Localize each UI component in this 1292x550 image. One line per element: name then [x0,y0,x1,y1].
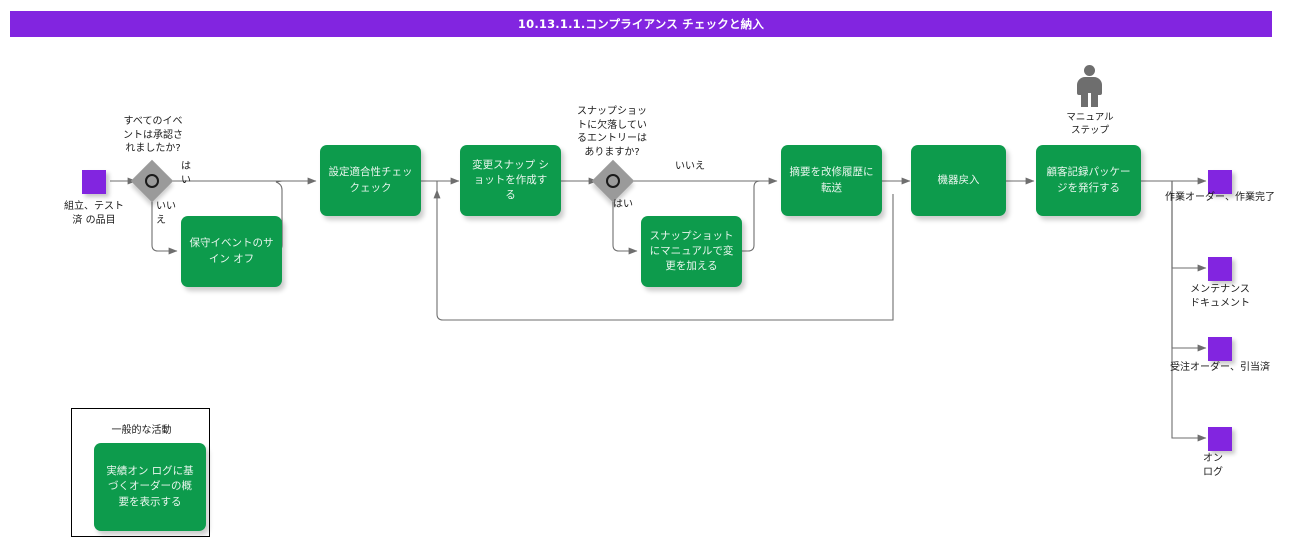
person-icon [1075,65,1104,107]
process-node-2[interactable]: 設定適合性チェッ クェック [320,145,421,216]
legend-caption: 一般的な活動 [111,425,172,436]
person-body [1077,77,1102,95]
process-node-1[interactable]: 保守イベントのサ イン オフ [181,216,282,287]
process-node-4[interactable]: スナップショット にマニュアルで変 更を加える [641,216,742,287]
start-label: 組立、テスト 済 の品目 [64,201,124,226]
decision-2-question: スナップショッ トに欠落してい るエントリーは ありますか? [577,106,647,158]
decision-node-1[interactable] [130,159,174,203]
page-title: 10.13.1.1.コンプライアンス チェックと納入 [517,17,765,31]
decision-dot-icon [606,174,620,188]
output-marker-1 [1208,170,1232,194]
output-marker-3 [1208,337,1232,361]
decision-1-question: すべてのイベ ントは承認さ れましたか? [123,116,183,154]
output-label-3: 受注オーダー、引当済 [1170,362,1270,373]
decision-dot-icon [145,174,159,188]
person-head [1084,65,1095,76]
output-marker-2 [1208,257,1232,281]
decision-1-no-label: いい え [156,201,176,226]
decision-2-no-label: いいえ [675,161,705,172]
decision-2-yes-label: はい [613,199,633,210]
process-node-5[interactable]: 摘要を改修履歴に 転送 [781,145,882,216]
process-node-6[interactable]: 機器戻入 [911,145,1006,216]
person-leg-gap [1088,93,1091,107]
person-leg-left [1081,93,1088,107]
legend-box: 一般的な活動 実績オン ログに基 づくオーダーの概 要を表示する [71,408,210,537]
output-marker-4 [1208,427,1232,451]
person-leg-right [1091,93,1098,107]
output-label-4: オン ログ [1203,453,1223,478]
decision-1-yes-label: は い [181,161,191,186]
decision-node-2[interactable] [591,159,635,203]
page-title-banner: 10.13.1.1.コンプライアンス チェックと納入 [10,11,1272,37]
process-node-3[interactable]: 変更スナップ ショットを作成す る [460,145,561,216]
start-marker [82,170,106,194]
manual-step-label: マニュアル ステップ [1066,112,1114,136]
output-label-2: メンテナンス ドキュメント [1190,284,1250,309]
output-label-1: 作業オーダー、作業完了 [1165,192,1275,203]
process-node-7[interactable]: 顧客記録パッケー ジを発行する [1036,145,1141,216]
legend-sample-node: 実績オン ログに基 づくオーダーの概 要を表示する [94,443,206,531]
